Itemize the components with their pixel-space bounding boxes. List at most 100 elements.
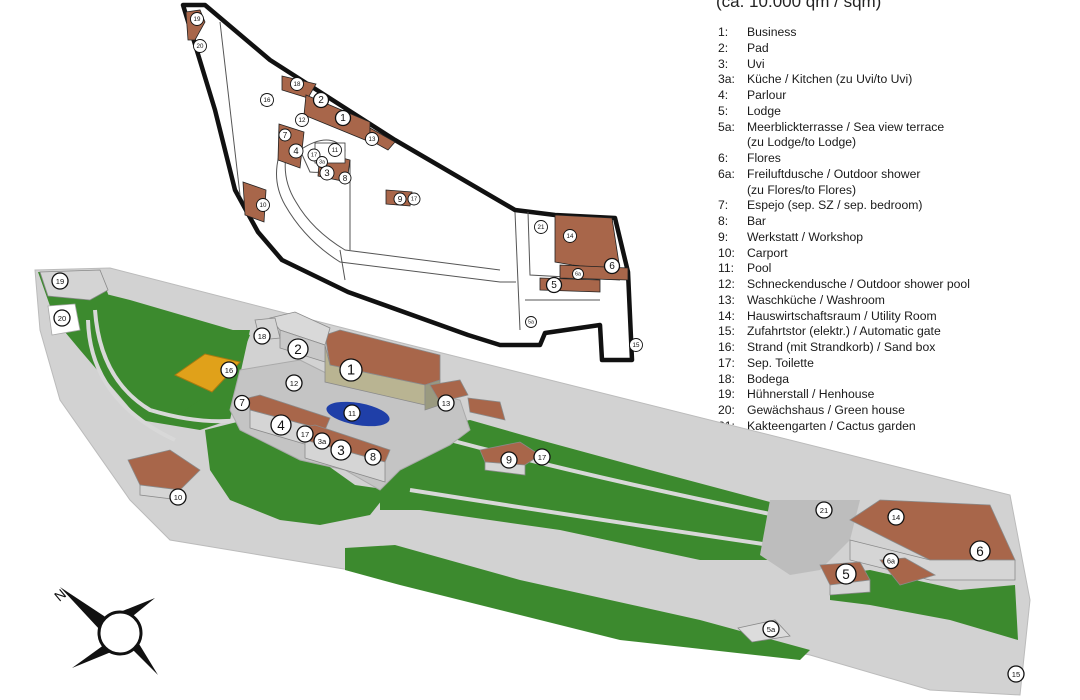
compass-rose: N bbox=[51, 586, 158, 675]
marker-9: 9 bbox=[393, 192, 407, 206]
marker-12: 12 bbox=[295, 113, 309, 127]
legend-number: 6a: bbox=[718, 166, 735, 181]
legend-text: Pool bbox=[747, 261, 772, 276]
marker-label: 11 bbox=[348, 409, 356, 418]
legend-text: Bar bbox=[747, 214, 766, 228]
marker-circle bbox=[256, 198, 270, 212]
marker-circle bbox=[278, 128, 292, 142]
marker-circle bbox=[887, 508, 905, 526]
marker-8: 8 bbox=[364, 448, 382, 466]
marker-label: 18 bbox=[294, 81, 301, 88]
legend-text: Lodge bbox=[747, 103, 781, 118]
legend-text: Werkstatt / Workshop bbox=[747, 229, 864, 244]
marker-10: 10 bbox=[256, 198, 270, 212]
legend-number: 6: bbox=[718, 151, 729, 165]
legend-number: 19: bbox=[718, 387, 735, 402]
marker-label: 11 bbox=[332, 147, 339, 154]
marker-6: 6 bbox=[603, 257, 621, 275]
marker-label: 5 bbox=[551, 280, 557, 291]
legend-number: 17: bbox=[718, 355, 735, 370]
marker-circle bbox=[500, 451, 518, 469]
marker-circle bbox=[233, 394, 251, 412]
marker-label: 1 bbox=[347, 363, 355, 379]
marker-label: 12 bbox=[290, 379, 298, 388]
marker-7: 7 bbox=[233, 394, 251, 412]
legend-text: Uvi bbox=[747, 56, 765, 71]
legend-number: 1: bbox=[718, 25, 729, 39]
marker-20: 20 bbox=[193, 39, 207, 53]
legend-text: Schneckendusche / Outdoor shower pool bbox=[747, 277, 970, 291]
marker-15: 15 bbox=[629, 338, 643, 352]
marker-label: 3a bbox=[319, 160, 325, 166]
marker-label: 17 bbox=[538, 453, 546, 462]
legend-number: 5: bbox=[718, 103, 729, 118]
legend-text: Business bbox=[747, 25, 797, 39]
legend-number: 2: bbox=[718, 40, 729, 55]
marker-label: 12 bbox=[299, 117, 306, 124]
legend-item: 3:Uvi bbox=[718, 57, 970, 73]
marker-label: 3 bbox=[337, 443, 345, 458]
marker-circle bbox=[393, 192, 407, 206]
legend-number: 12: bbox=[718, 277, 735, 291]
legend-item: 18:Bodega bbox=[718, 372, 970, 388]
compass-north-label: N bbox=[51, 586, 69, 605]
marker-circle bbox=[525, 316, 537, 328]
legend-item: 7:Espejo (sep. SZ / sep. bedroom) bbox=[718, 198, 970, 214]
marker-5: 5 bbox=[835, 563, 857, 585]
marker-circle bbox=[364, 448, 382, 466]
marker-6a: 6a bbox=[882, 552, 900, 570]
legend-item: 15:Zufahrtstor (elektr.) / Automatic gat… bbox=[718, 324, 970, 340]
marker-5a: 5a bbox=[525, 316, 537, 328]
marker-circle bbox=[307, 148, 321, 162]
legend-item: 5a:Meerblickterrasse / Sea view terrace … bbox=[718, 120, 970, 152]
marker-1: 1 bbox=[339, 358, 363, 382]
marker-5a: 5a bbox=[762, 620, 780, 638]
marker-circle bbox=[629, 338, 643, 352]
marker-15: 15 bbox=[1007, 665, 1025, 683]
marker-label: 20 bbox=[197, 43, 204, 50]
marker-circle bbox=[313, 432, 331, 450]
marker-label: 2 bbox=[318, 95, 324, 106]
marker-label: 5 bbox=[842, 567, 850, 582]
marker-label: 16 bbox=[264, 97, 271, 104]
marker-label: 18 bbox=[258, 332, 266, 341]
marker-12: 12 bbox=[285, 374, 303, 392]
marker-16: 16 bbox=[220, 361, 238, 379]
marker-label: 4 bbox=[293, 146, 298, 157]
marker-label: 5a bbox=[528, 320, 534, 326]
marker-circle bbox=[193, 39, 207, 53]
legend-number: 7: bbox=[718, 198, 729, 213]
legend-number: 9: bbox=[718, 229, 729, 244]
marker-label: 13 bbox=[442, 399, 450, 408]
marker-label: 3 bbox=[324, 168, 329, 179]
legend-item: 8: Bar bbox=[718, 214, 970, 230]
legend-number: 16: bbox=[718, 340, 735, 354]
marker-circle bbox=[835, 563, 857, 585]
legend-text: Gewächshaus / Green house bbox=[747, 403, 905, 417]
marker-label: 8 bbox=[343, 174, 348, 183]
marker-label: 3a bbox=[318, 437, 327, 446]
legend-number: 15: bbox=[718, 324, 735, 339]
legend-text: Waschküche / Washroom bbox=[747, 292, 885, 307]
legend-item: 11:Pool bbox=[718, 261, 970, 277]
marker-circle bbox=[328, 143, 342, 157]
legend-item: 19:Hühnerstall / Henhouse bbox=[718, 387, 970, 403]
marker-circle bbox=[330, 439, 352, 461]
marker-circle bbox=[882, 552, 900, 570]
marker-circle bbox=[334, 109, 352, 127]
legend-text: Carport bbox=[747, 245, 788, 260]
marker-4: 4 bbox=[270, 414, 292, 436]
legend-number: 10: bbox=[718, 245, 735, 260]
marker-label: 10 bbox=[174, 493, 182, 502]
marker-circle bbox=[407, 192, 421, 206]
marker-label: 10 bbox=[260, 202, 267, 209]
legend-item: 14:Hauswirtschaftsraum / Utility Room bbox=[718, 309, 970, 325]
marker-label: 17 bbox=[301, 430, 309, 439]
legend-item: 3a:Küche / Kitchen (zu Uvi/to Uvi) bbox=[718, 72, 970, 88]
marker-label: 7 bbox=[283, 131, 288, 140]
marker-label: 5a bbox=[767, 625, 776, 634]
marker-label: 17 bbox=[411, 197, 417, 203]
marker-label: 15 bbox=[633, 342, 640, 349]
legend-number: 8: bbox=[718, 214, 729, 228]
